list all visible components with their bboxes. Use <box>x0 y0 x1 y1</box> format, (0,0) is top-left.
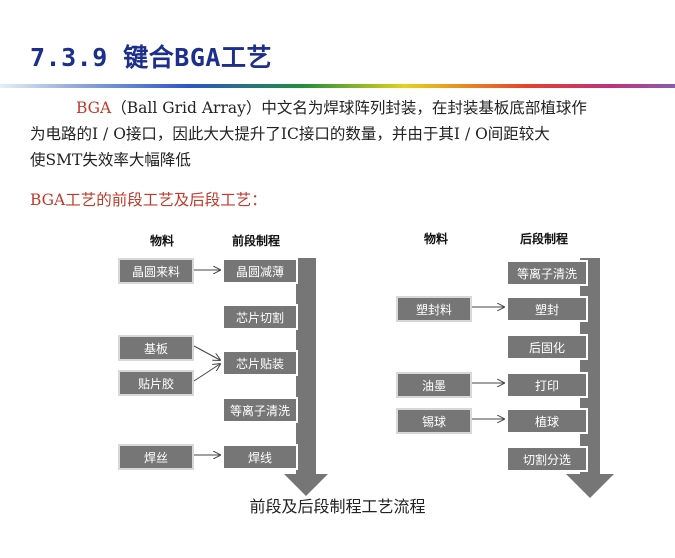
front-material-wafer: 晶圆来料 <box>118 258 194 284</box>
title-divider <box>0 84 675 88</box>
intro-line-1-text: （Ball Grid Array）中文名为焊球阵列封装，在封装基板底部植球作 <box>111 99 587 117</box>
front-step-die-attach: 芯片贴装 <box>222 350 298 376</box>
back-step-plasma-clean: 等离子清洗 <box>506 260 588 286</box>
back-process-header: 后段制程 <box>520 232 569 246</box>
front-process-column-arrow <box>284 258 328 496</box>
bga-term: BGA <box>76 99 112 117</box>
back-step-molding: 塑封 <box>506 296 588 322</box>
front-material-adhesive: 贴片胶 <box>118 370 194 396</box>
front-material-wire: 焊丝 <box>118 444 194 470</box>
intro-paragraph: BGA（Ball Grid Array）中文名为焊球阵列封装，在封装基板底部植球… <box>30 95 660 173</box>
intro-line-1: BGA（Ball Grid Array）中文名为焊球阵列封装，在封装基板底部植球… <box>30 95 660 121</box>
intro-line-2: 为电路的I / O接口，因此大大提升了IC接口的数量，并由于其I / O间距较大 <box>30 125 550 143</box>
back-step-ball-mount: 植球 <box>506 408 588 434</box>
intro-line-3: 使SMT失效率大幅降低 <box>30 151 191 169</box>
front-step-dicing: 芯片切割 <box>222 304 298 330</box>
back-step-marking: 打印 <box>506 372 588 398</box>
arrow-substrate-to-die-attach <box>193 345 220 360</box>
back-material-mold-compound: 塑封料 <box>396 296 472 322</box>
back-step-singulation: 切割分选 <box>506 446 588 472</box>
arrow-adhesive-to-die-attach <box>193 364 220 382</box>
front-material-substrate: 基板 <box>118 335 194 361</box>
front-step-thinning: 晶圆减薄 <box>222 258 298 284</box>
slide-title: 7.3.9 键合BGA工艺 <box>30 43 272 72</box>
back-process-column-arrow <box>566 258 614 498</box>
front-process-header: 前段制程 <box>232 234 281 248</box>
back-material-solder-ball: 锡球 <box>396 408 472 434</box>
front-materials-header: 物料 <box>150 234 175 248</box>
diagram-caption: 前段及后段制程工艺流程 <box>249 497 426 516</box>
front-step-plasma-clean: 等离子清洗 <box>222 397 298 423</box>
back-material-ink: 油墨 <box>396 372 472 398</box>
back-materials-header: 物料 <box>424 232 449 246</box>
back-step-post-cure: 后固化 <box>506 334 588 360</box>
front-step-wire-bond: 焊线 <box>222 444 298 470</box>
section-subtitle: BGA工艺的前段工艺及后段工艺： <box>30 191 267 209</box>
